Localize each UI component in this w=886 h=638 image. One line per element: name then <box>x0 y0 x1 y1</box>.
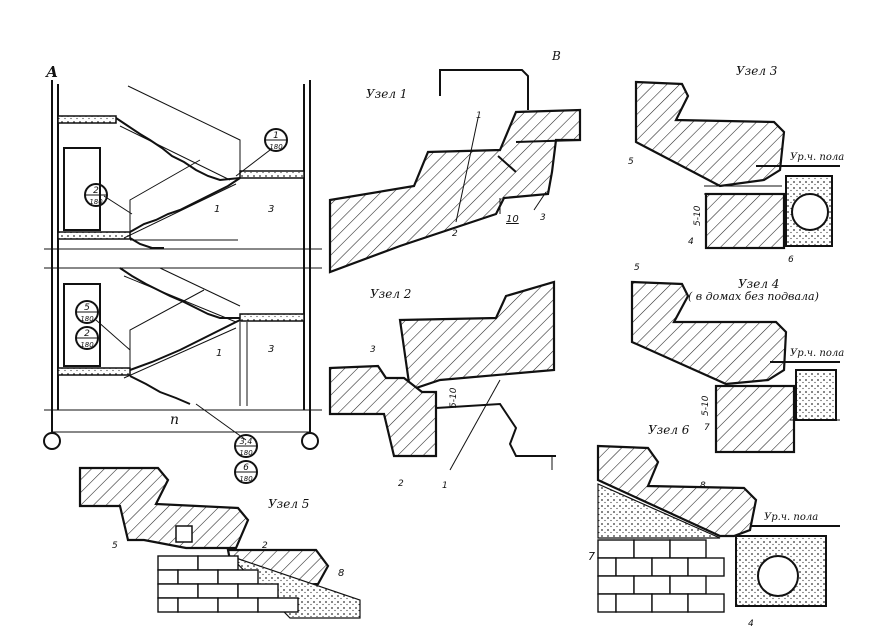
svg-text:6: 6 <box>243 463 249 473</box>
svg-text:3,4: 3,4 <box>240 437 253 446</box>
pos-3-upper: 3 <box>268 204 274 215</box>
callout-2-upper: 2 180 <box>84 183 108 207</box>
node-4-subtitle: ( в домах без подвала) <box>688 290 819 303</box>
node-3-detail: Узел 3 Ур.ч. пола 5-10 5 4 6 <box>628 64 844 265</box>
node-6-pos-4: 4 <box>748 619 754 629</box>
axis-label: А <box>45 63 58 81</box>
node-5-pos-5: 5 <box>112 541 118 551</box>
node-4-title: Узел 4 <box>738 277 779 291</box>
callout-3-4: 3,4 180 <box>234 434 258 458</box>
svg-text:180: 180 <box>239 449 253 457</box>
node-6-pos-7: 7 <box>588 550 595 563</box>
node-5-brickwork <box>157 555 299 613</box>
node-2-detail: Узел 2 5-10 3 2 1 <box>328 280 556 491</box>
node-3-floor-label: Ур.ч. пола <box>790 152 844 163</box>
callout-6: 6 180 <box>234 460 258 484</box>
svg-text:1: 1 <box>273 131 279 141</box>
node-6-pos-8: 8 <box>700 481 706 491</box>
node-2-dim: 5-10 <box>449 387 459 408</box>
node-4-dim: 5-10 <box>701 395 711 416</box>
callout-5: 5 180 <box>75 300 99 324</box>
callout-1: 1 180 <box>264 128 288 152</box>
node-2-pos-1: 1 <box>442 481 448 491</box>
svg-text:2: 2 <box>93 186 99 196</box>
svg-text:180: 180 <box>80 315 94 323</box>
pos-3-lower: 3 <box>268 344 274 355</box>
node-4-pos-5: 5 <box>634 263 640 273</box>
node-5-detail: Узел 5 5 2 8 <box>78 466 361 619</box>
main-stair-section: А п 1 3 1 3 1 180 2 180 5 180 2 180 3,4 <box>43 63 322 484</box>
node-6-title: Узел 6 <box>648 423 690 437</box>
axis-circle-right <box>301 432 319 450</box>
svg-text:180: 180 <box>89 198 103 206</box>
node-1-title: Узел 1 <box>366 87 407 101</box>
node-2-title: Узел 2 <box>370 287 411 301</box>
node-2-pos-2: 2 <box>398 479 404 489</box>
node-3-dim: 5-10 <box>693 205 703 226</box>
svg-text:2: 2 <box>84 329 90 339</box>
svg-text:180: 180 <box>80 341 94 349</box>
span-label: п <box>170 412 179 428</box>
node-4-pos-7: 7 <box>704 423 710 433</box>
axis-circle-left <box>43 432 61 450</box>
pos-1-lower: 1 <box>216 348 222 359</box>
node-1-letter: В <box>551 49 561 63</box>
svg-text:180: 180 <box>239 475 253 483</box>
pos-1-upper: 1 <box>214 204 220 215</box>
node-1-pos-2: 2 <box>452 229 458 239</box>
node-1-pos-3: 3 <box>540 213 546 223</box>
node-5-pos-2: 2 <box>262 541 268 551</box>
node-1-dim: 10 <box>506 214 519 225</box>
node-4-detail: Узел 4 ( в домах без подвала) Ур.ч. пола… <box>630 263 844 454</box>
node-5-pos-8: 8 <box>338 568 344 579</box>
node-6-brickwork <box>597 539 725 613</box>
svg-text:180: 180 <box>269 143 283 151</box>
node-1-detail: Узел 1 В 10 1 2 3 <box>328 49 582 274</box>
node-2-pos-3: 3 <box>370 345 376 355</box>
node-3-pos-4: 4 <box>688 237 694 247</box>
node-6-floor-label: Ур.ч. пола <box>764 512 818 523</box>
callout-2-lower: 2 180 <box>75 326 99 350</box>
node-3-title: Узел 3 <box>736 64 778 78</box>
node-3-pos-5: 5 <box>628 157 634 167</box>
node-3-pos-6: 6 <box>788 255 794 265</box>
svg-text:5: 5 <box>84 303 90 313</box>
node-6-detail: Узел 6 Ур.ч. пола 8 7 4 <box>588 423 840 629</box>
node-1-pos-1: 1 <box>476 111 482 121</box>
node-4-floor-label: Ур.ч. пола <box>790 348 844 359</box>
node-5-title: Узел 5 <box>268 497 309 511</box>
